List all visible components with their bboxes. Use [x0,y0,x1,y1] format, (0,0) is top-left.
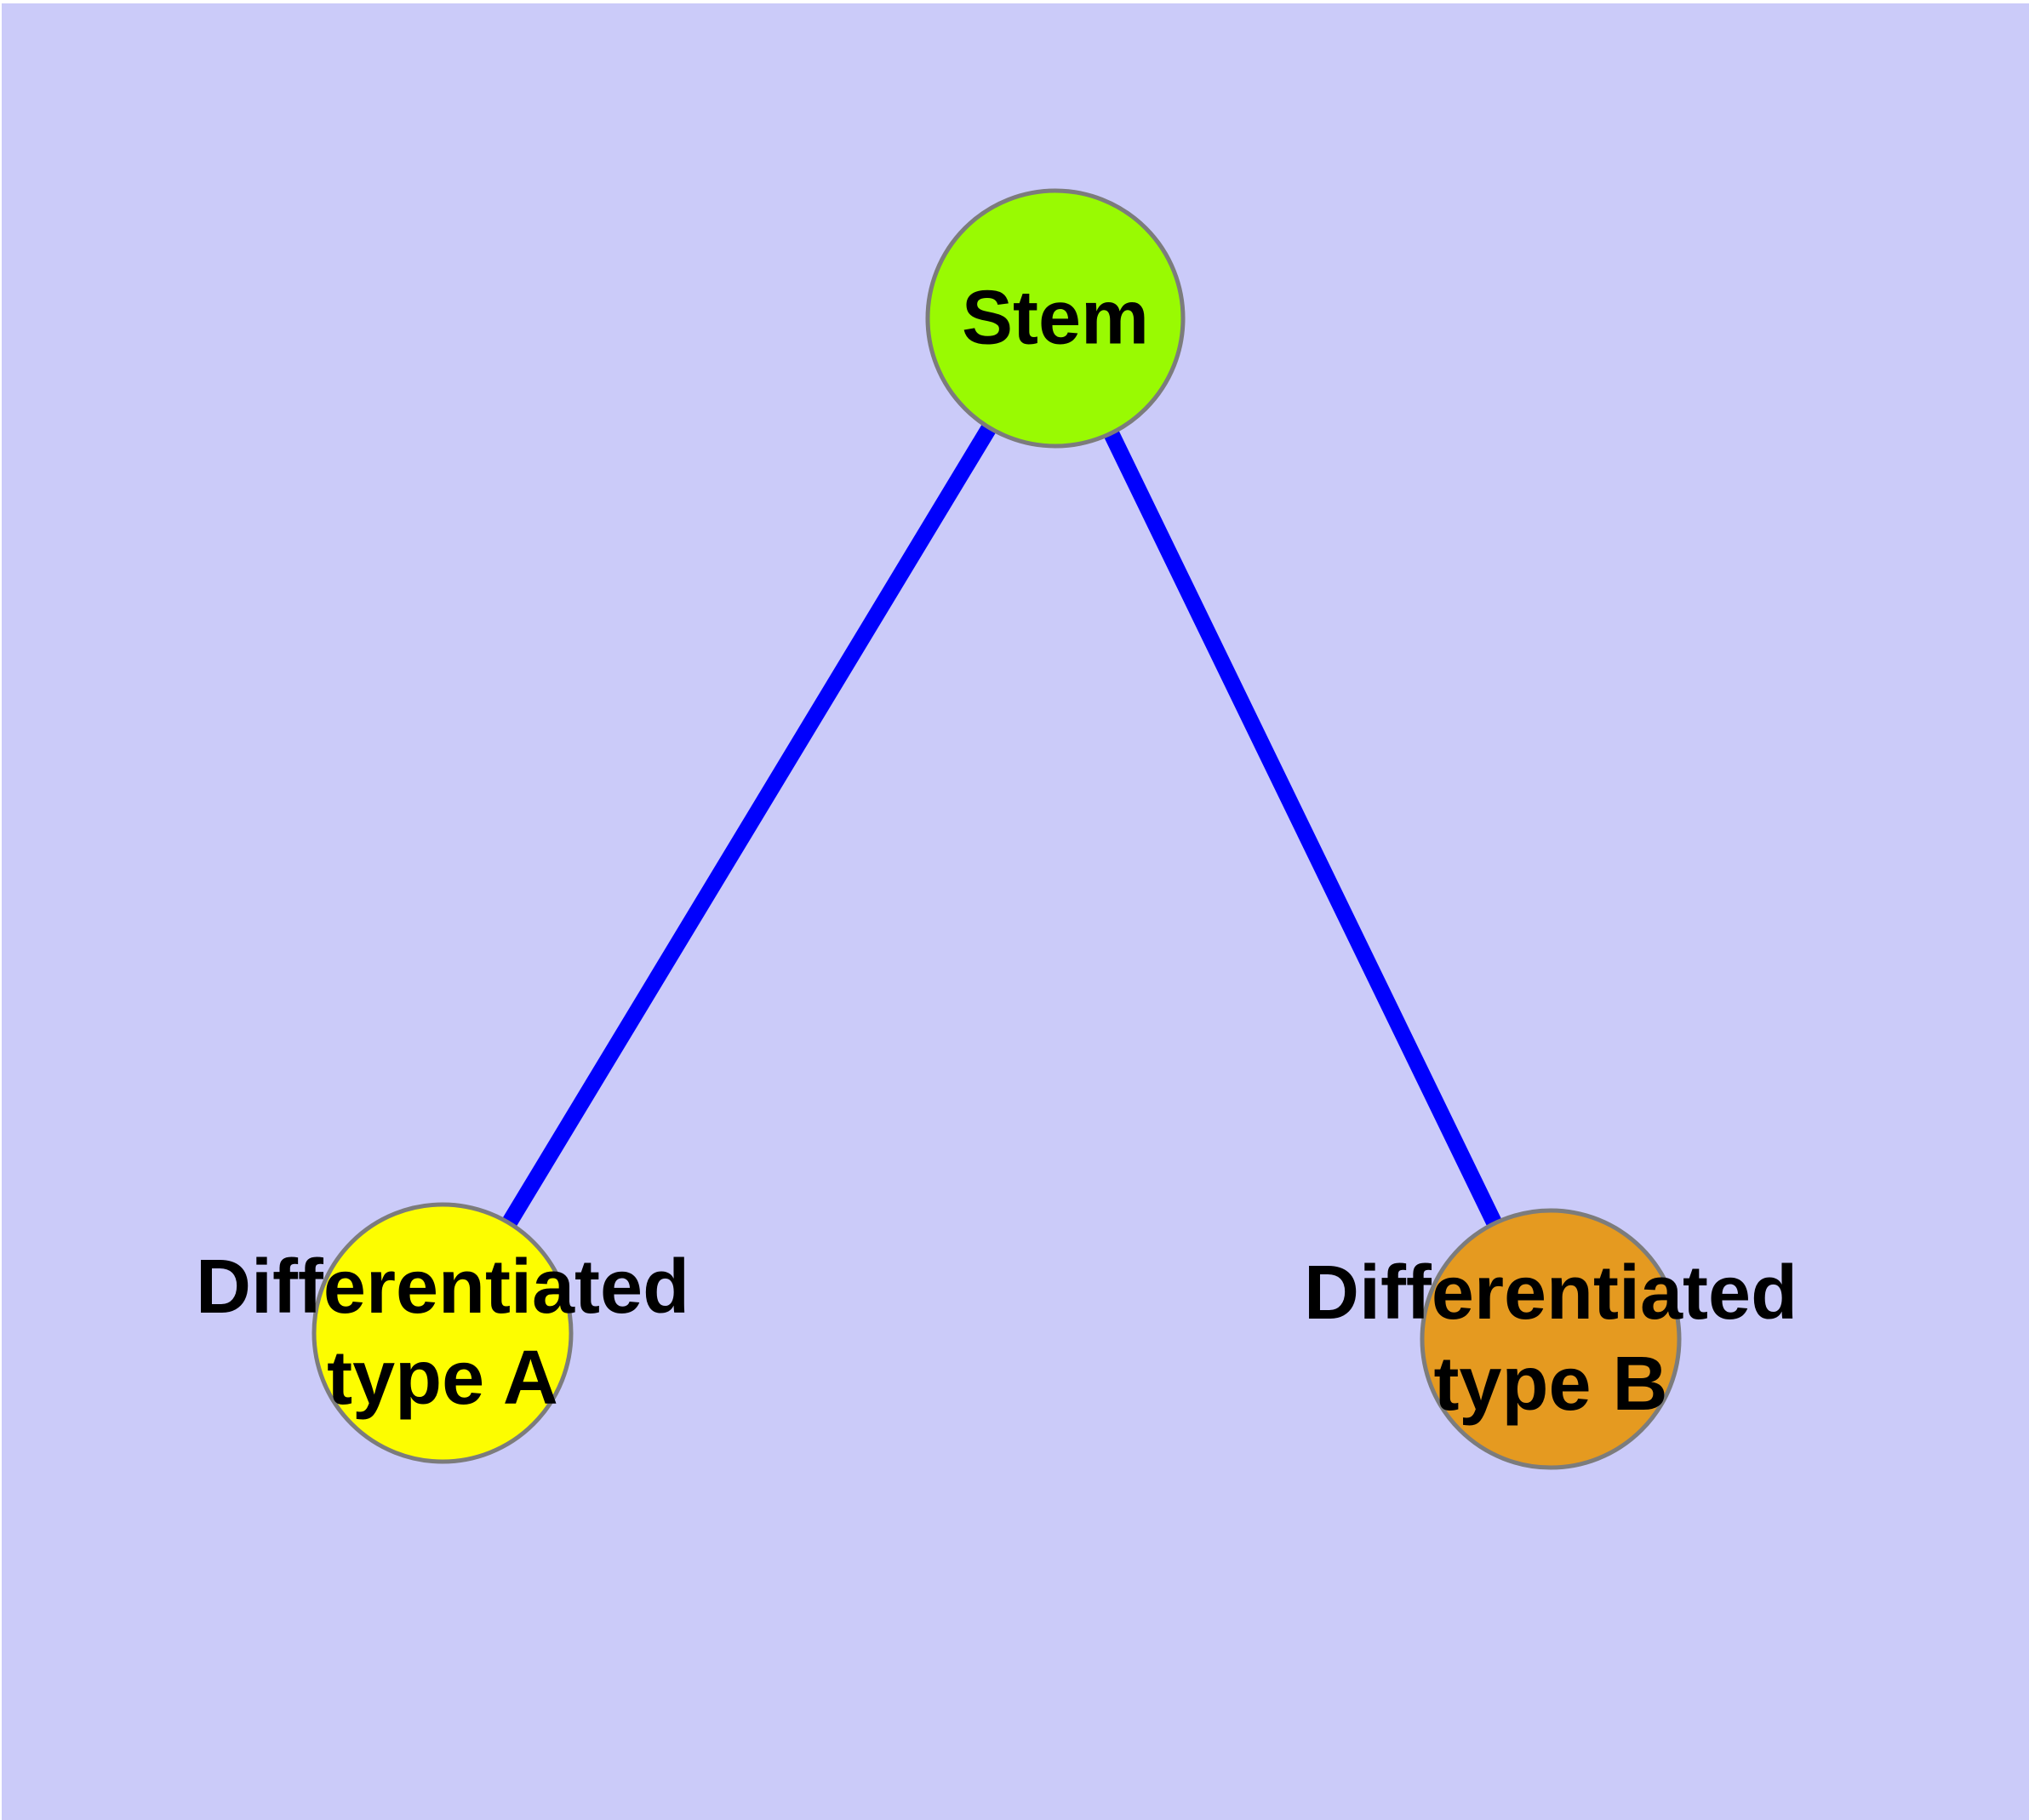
node-circle-stem [925,188,1186,449]
node-label-type-a: Differentiated type A [195,1244,690,1421]
edge-stem-to-type-b [1048,314,1558,1343]
node-circle-type-a [311,1202,574,1464]
node-label-stem: Stem [961,275,1150,361]
edge-stem-to-type-a [435,314,1063,1337]
node-circle-type-b [1420,1208,1682,1470]
node-label-type-b: Differentiated type B [1303,1250,1798,1427]
